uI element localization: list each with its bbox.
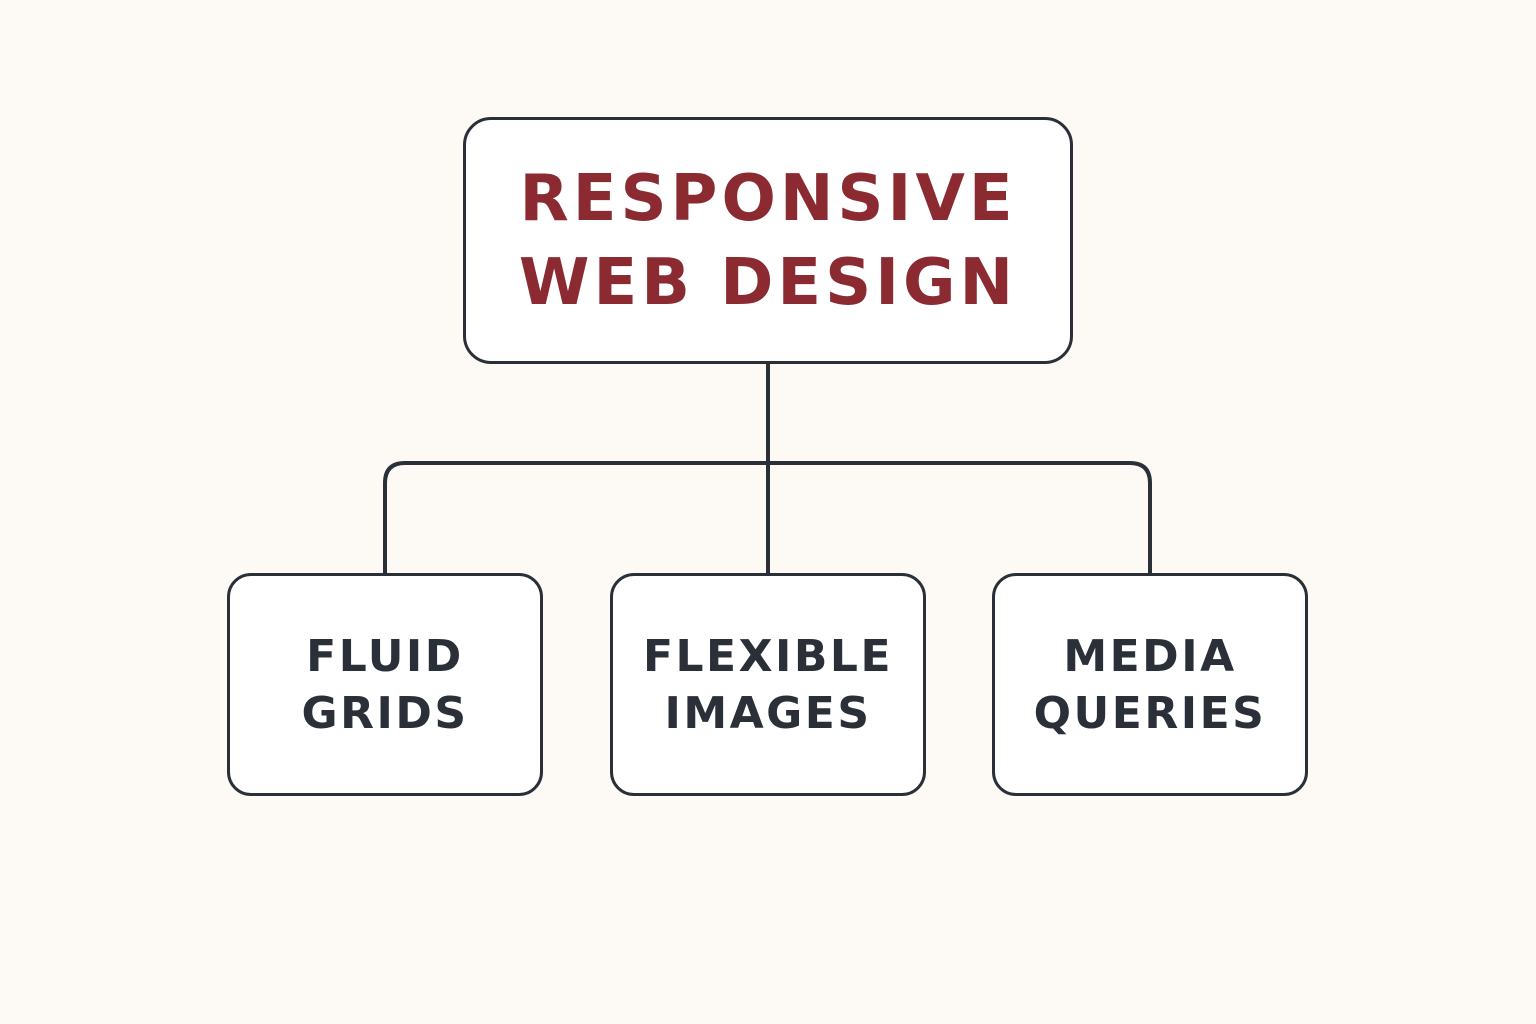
connector-branch-left xyxy=(383,461,770,575)
root-node-responsive-web-design: RESPONSIVE WEB DESIGN xyxy=(463,117,1073,364)
root-title-line-2: WEB DESIGN xyxy=(518,245,1018,320)
child-label-line-1: FLUID xyxy=(306,630,464,682)
child-label-line-2: GRIDS xyxy=(301,687,469,739)
connector-branch-right xyxy=(766,461,1152,575)
child-label-line-1: MEDIA xyxy=(1063,630,1237,682)
child-node-flexible-images: FLEXIBLE IMAGES xyxy=(610,573,926,796)
child-node-fluid-grids: FLUID GRIDS xyxy=(227,573,543,796)
child-label-line-1: FLEXIBLE xyxy=(642,630,894,682)
child-label-line-2: QUERIES xyxy=(1033,687,1267,739)
child-label-line-2: IMAGES xyxy=(664,687,872,739)
root-title-line-1: RESPONSIVE xyxy=(519,161,1017,236)
child-node-media-queries: MEDIA QUERIES xyxy=(992,573,1308,796)
